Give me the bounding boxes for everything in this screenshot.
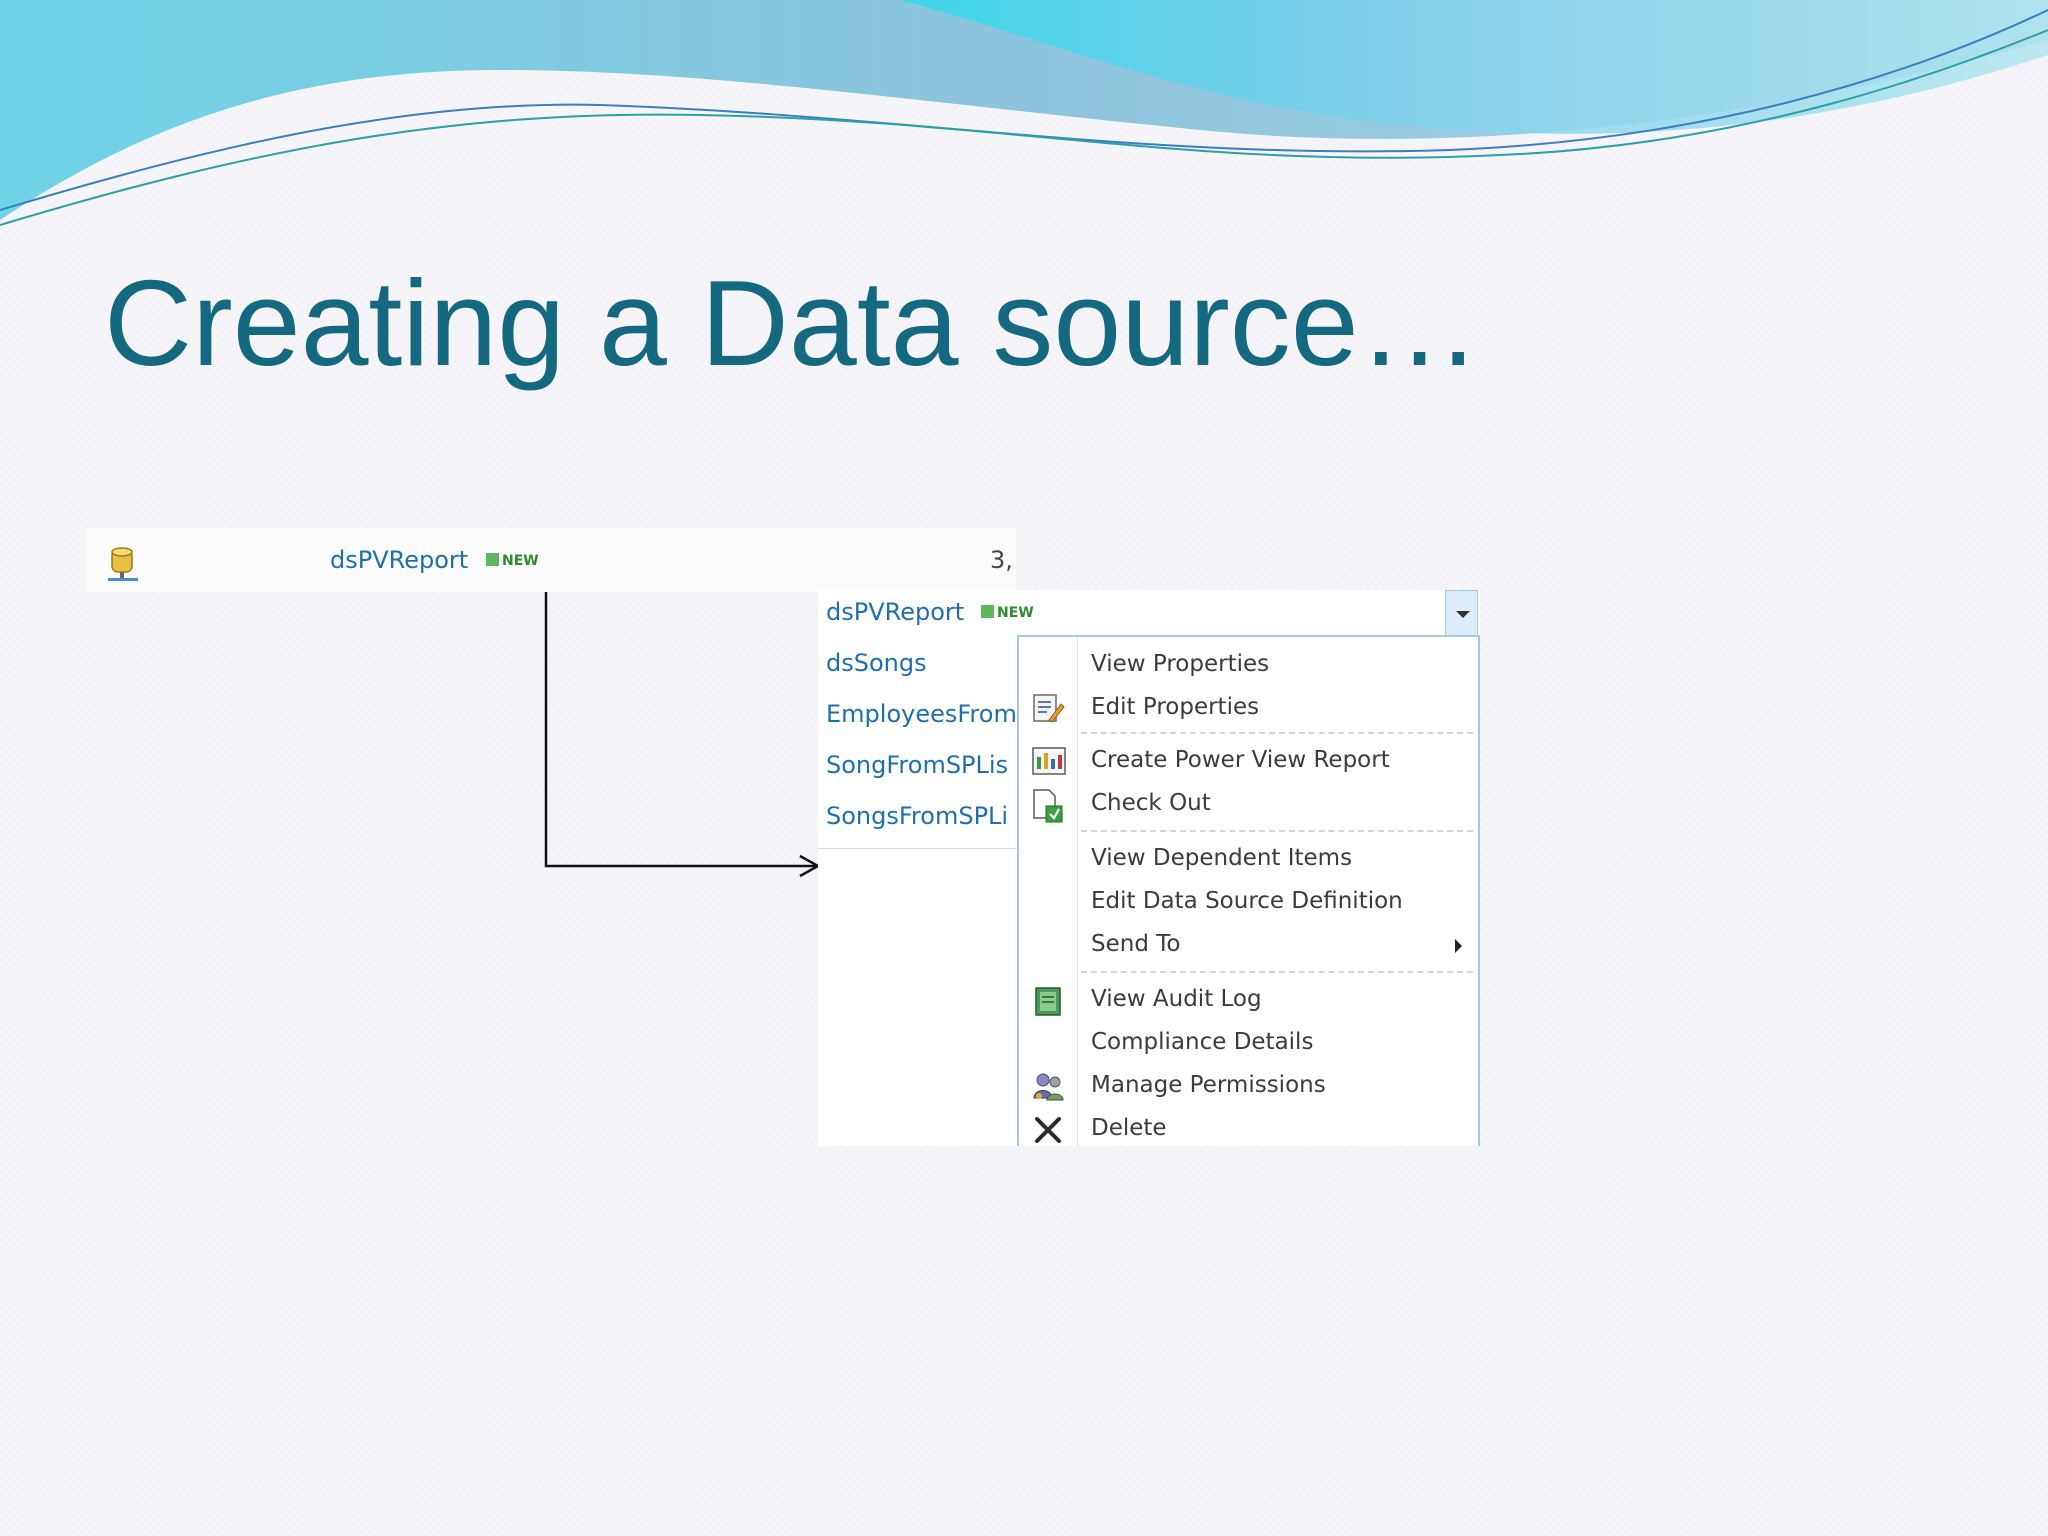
item-menu-dropdown-button[interactable]	[1445, 590, 1478, 636]
new-badge: NEW	[486, 553, 539, 569]
menu-item-delete[interactable]: Delete	[1019, 1111, 1478, 1151]
submenu-arrow-icon	[1455, 939, 1462, 953]
menu-item-view-audit-log[interactable]: View Audit Log	[1019, 982, 1478, 1022]
list-item[interactable]: SongFromSPLis	[826, 751, 1009, 779]
menu-icon-gutter	[1019, 637, 1078, 1146]
menu-item-create-power-view-report[interactable]: Create Power View Report	[1019, 743, 1478, 783]
menu-item-manage-permissions[interactable]: Manage Permissions	[1019, 1068, 1478, 1108]
new-star-icon	[981, 605, 994, 618]
manage-permissions-icon	[1033, 1073, 1064, 1101]
menu-item-view-dependent-items[interactable]: View Dependent Items	[1091, 845, 1353, 871]
data-source-row[interactable]: dsPVReport NEW 3,	[86, 528, 1016, 592]
chevron-down-icon	[1456, 611, 1470, 618]
power-view-report-icon	[1032, 747, 1066, 775]
menu-item-check-out[interactable]: Check Out	[1019, 786, 1478, 826]
list-item[interactable]: SongsFromSPLi	[826, 802, 1009, 830]
context-menu: View Properties Edit Properties Create P…	[1017, 635, 1480, 1146]
menu-item-compliance-details[interactable]: Compliance Details	[1091, 1029, 1314, 1055]
menu-item-view-properties[interactable]: View Properties	[1091, 651, 1270, 677]
edit-properties-icon	[1033, 694, 1065, 723]
menu-item-edit-properties[interactable]: Edit Properties	[1019, 690, 1478, 730]
delete-icon	[1035, 1117, 1061, 1143]
truncated-column-value: 3,	[990, 546, 1013, 574]
audit-log-icon	[1035, 987, 1061, 1016]
menu-item-edit-data-source-definition[interactable]: Edit Data Source Definition	[1091, 888, 1403, 914]
list-item[interactable]: EmployeesFrom	[826, 700, 1017, 728]
data-source-link[interactable]: dsPVReport	[330, 546, 469, 574]
menu-item-send-to[interactable]: Send To	[1019, 927, 1478, 967]
list-item[interactable]: dsSongs	[826, 649, 927, 677]
data-source-icon	[108, 547, 138, 581]
list-divider	[818, 848, 1018, 849]
menu-separator	[1081, 830, 1473, 832]
menu-separator	[1081, 732, 1473, 734]
menu-separator	[1081, 971, 1473, 973]
header-wave	[0, 0, 2048, 226]
new-star-icon	[486, 553, 499, 566]
list-item[interactable]: dsPVReport	[826, 598, 965, 626]
new-badge: NEW	[981, 605, 1034, 621]
check-out-icon	[1033, 789, 1063, 823]
slide-title: Creating a Data source…	[104, 255, 1481, 391]
